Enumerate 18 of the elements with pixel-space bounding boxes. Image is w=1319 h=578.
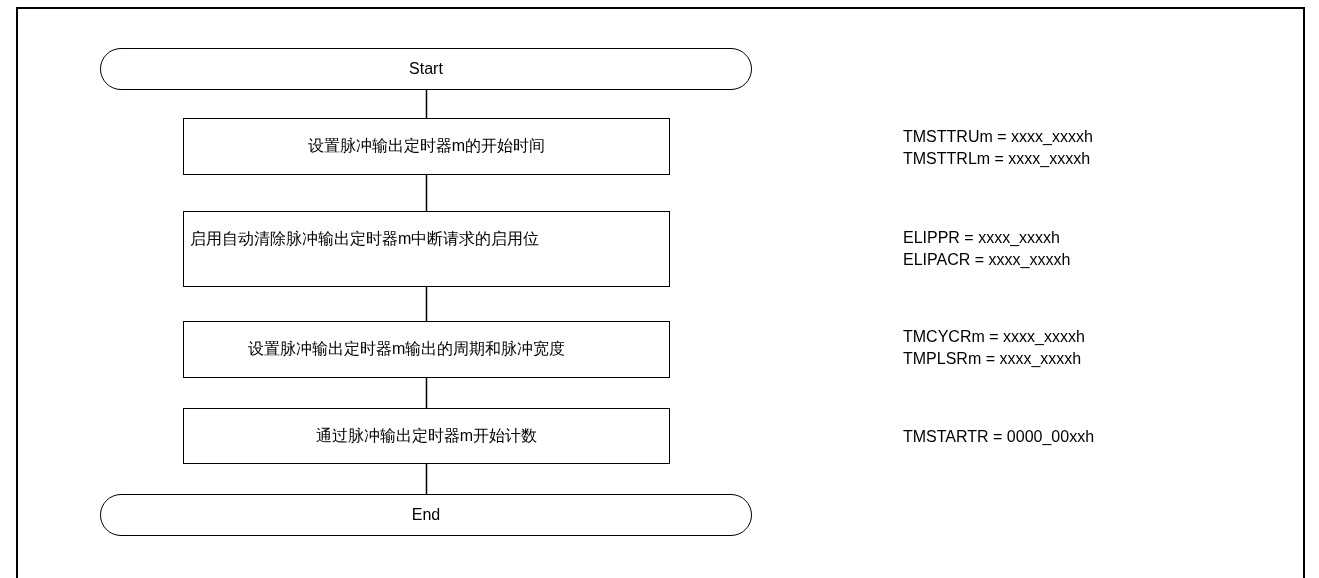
connector-line (425, 286, 428, 322)
process-box: 设置脉冲输出定时器m的开始时间 (183, 118, 670, 175)
connector-line (425, 463, 428, 495)
process-box: 设置脉冲输出定时器m输出的周期和脉冲宽度 (183, 321, 670, 378)
register-setting: ELIPACR = xxxx_xxxxh (903, 250, 1071, 270)
register-setting: TMSTTRUm = xxxx_xxxxh (903, 127, 1093, 147)
process-box: 通过脉冲输出定时器m开始计数 (183, 408, 670, 464)
register-setting: TMPLSRm = xxxx_xxxxh (903, 349, 1082, 369)
connector-line (425, 377, 428, 409)
connector-line (425, 89, 428, 119)
register-setting: ELIPPR = xxxx_xxxxh (903, 228, 1060, 248)
register-setting: TMSTARTR = 0000_00xxh (903, 427, 1095, 447)
register-setting: TMSTTRLm = xxxx_xxxxh (903, 149, 1091, 169)
connector-line (425, 174, 428, 212)
terminal-box: End (100, 494, 752, 536)
terminal-box: Start (100, 48, 752, 90)
register-setting: TMCYCRm = xxxx_xxxxh (903, 327, 1085, 347)
process-box: 启用自动清除脉冲输出定时器m中断请求的启用位 (183, 211, 670, 287)
